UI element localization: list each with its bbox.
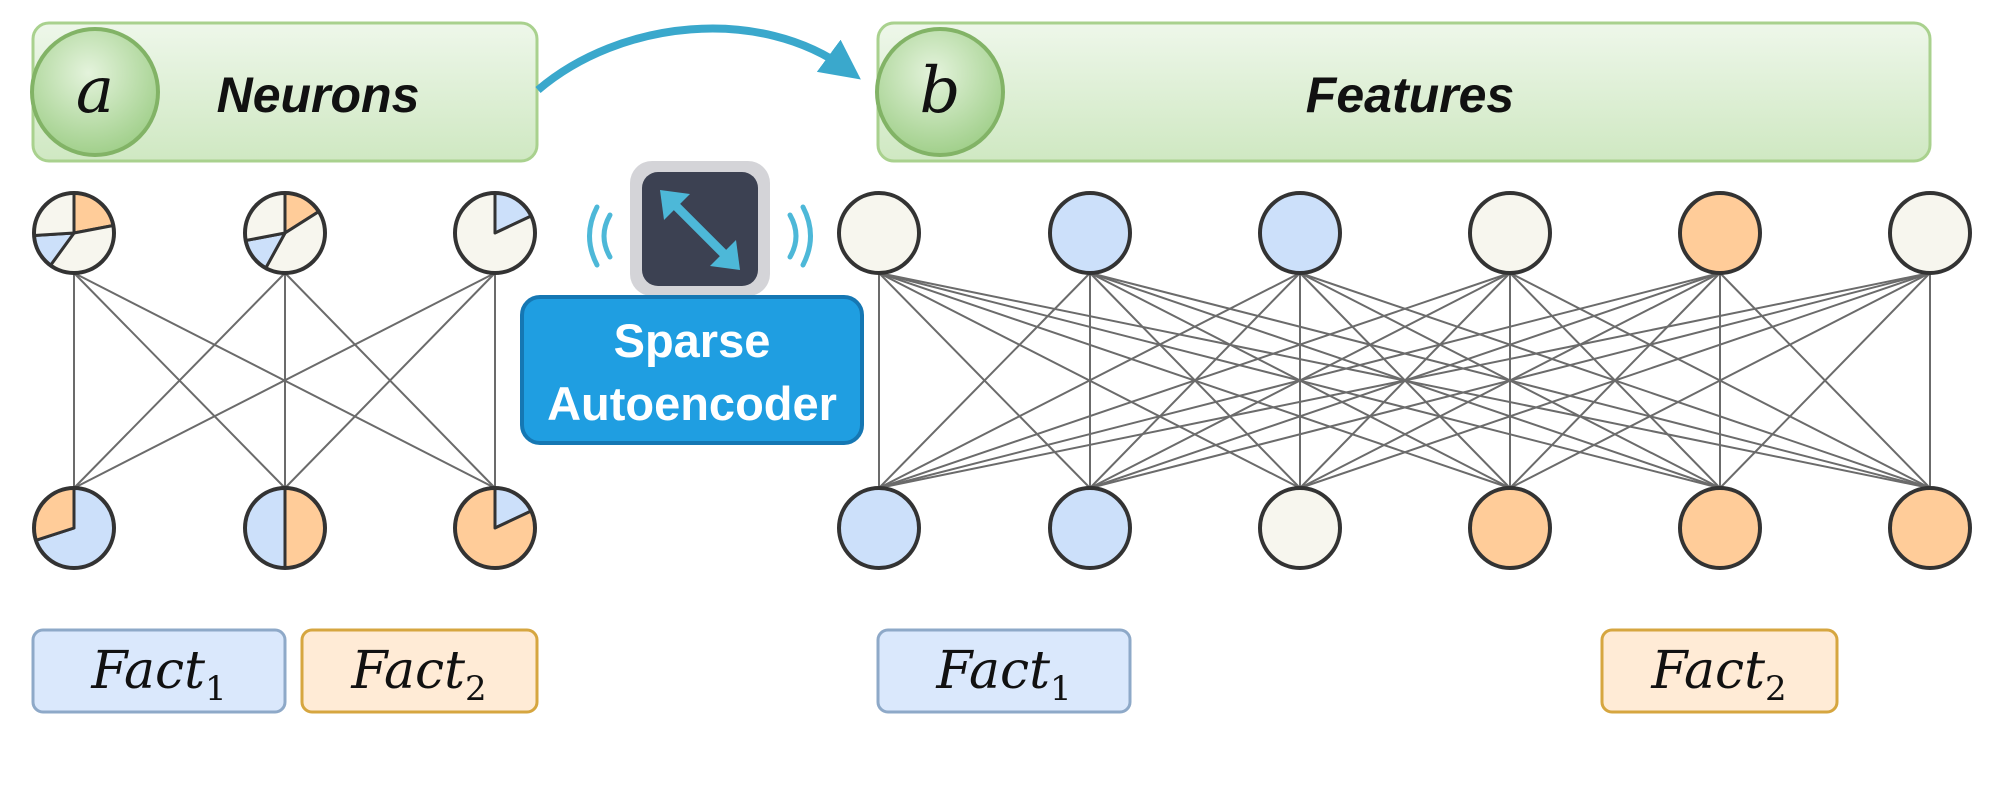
panel-b-fact-1-base: Fact: [935, 641, 1050, 701]
panel-a-fact-1-box: [31, 628, 287, 714]
output-neuron-3: [453, 486, 537, 570]
output-features: [837, 486, 1972, 570]
panel-a-fact-1-base: Fact: [90, 641, 205, 701]
neuron-edge-4: [73, 272, 286, 489]
panel-a-fact-2-box: [300, 628, 539, 714]
panel-b-fact-1-sub: 1: [1050, 669, 1072, 709]
panel-a-fact-1-sub: 1: [205, 669, 227, 709]
panel-b-fact-2-sub: 2: [1765, 669, 1787, 709]
output-feature-1: [837, 486, 921, 570]
panel-b-fact-2-box: [1600, 628, 1839, 714]
output-neuron-1: [32, 486, 116, 570]
panel-a-fact-2: Fact2: [300, 628, 539, 714]
output-neuron-2-slice-2: [243, 486, 287, 570]
feature-edge-13: [878, 272, 1301, 489]
panel-a-badge-letter: a: [76, 54, 114, 128]
output-neuron-2-slice-1: [283, 486, 327, 570]
transform-arrow: [535, 24, 861, 94]
svg-text:Fact2: Fact2: [350, 641, 486, 709]
input-features: [837, 191, 1972, 275]
feature-edge-7: [878, 272, 1091, 489]
output-neuron-3-ring: [453, 486, 537, 570]
panel-b-fact-2: Fact2: [1600, 628, 1839, 714]
input-neuron-3: [453, 191, 537, 275]
feature-edge-34: [1509, 272, 1931, 489]
feature-edge-35: [1719, 272, 1931, 489]
output-feature-6: [1888, 486, 1972, 570]
panel-a-badge: [30, 27, 160, 157]
neuron-edge-7: [73, 272, 496, 489]
panel-a-fact-2-sub: 2: [465, 669, 487, 709]
panel-a-fact-2-base: Fact: [350, 641, 465, 701]
input-feature-1: [837, 191, 921, 275]
panel-b-fact-1: Fact1: [876, 628, 1132, 714]
input-feature-4: [1468, 191, 1552, 275]
panel-b-fact-1-box: [876, 628, 1132, 714]
input-neuron-1-ring: [32, 191, 116, 275]
neuron-connections: [73, 272, 496, 489]
input-feature-5: [1678, 191, 1762, 275]
input-feature-6: [1888, 191, 1972, 275]
panel-b-badge-letter: b: [920, 54, 961, 128]
output-feature-3: [1258, 486, 1342, 570]
output-neuron-2: [243, 486, 327, 570]
feature-edge-33: [1299, 272, 1931, 489]
input-neuron-2-ring: [243, 191, 327, 275]
input-neuron-1: [32, 191, 116, 275]
expand-arrows-icon: [587, 161, 813, 296]
panel-a-fact-1: Fact1: [31, 628, 287, 714]
output-feature-4: [1468, 486, 1552, 570]
panel-b-fact-2-base: Fact: [1650, 641, 1765, 701]
svg-text:Fact1: Fact1: [90, 641, 226, 709]
sparse-autoencoder: Sparse Autoencoder: [520, 161, 864, 445]
input-neurons: [32, 191, 537, 275]
svg-text:Fact2: Fact2: [1650, 641, 1786, 709]
panel-a-title: Neurons: [217, 67, 420, 123]
panel-b-badge: [875, 27, 1005, 157]
feature-edge-25: [878, 272, 1721, 489]
panel-a-header: a Neurons: [30, 21, 539, 163]
input-neuron-2: [243, 191, 327, 275]
output-neurons: [32, 486, 537, 570]
feature-edge-31: [878, 272, 1931, 489]
panel-b-header: b Features: [875, 21, 1932, 163]
output-neuron-2-ring: [243, 486, 327, 570]
sae-label-line2: Autoencoder: [547, 377, 837, 430]
output-neuron-1-ring: [32, 486, 116, 570]
input-feature-2: [1048, 191, 1132, 275]
sae-label-box: [520, 295, 864, 445]
neuron-edge-8: [284, 272, 496, 489]
sae-label-line1: Sparse: [614, 314, 771, 367]
output-feature-2: [1048, 486, 1132, 570]
input-neuron-3-ring: [453, 191, 537, 275]
svg-text:Fact1: Fact1: [935, 641, 1071, 709]
feature-edge-19: [878, 272, 1511, 489]
panel-b-title: Features: [1306, 67, 1514, 123]
feature-connections: [878, 272, 1931, 489]
output-feature-5: [1678, 486, 1762, 570]
feature-edge-32: [1089, 272, 1931, 489]
input-feature-3: [1258, 191, 1342, 275]
